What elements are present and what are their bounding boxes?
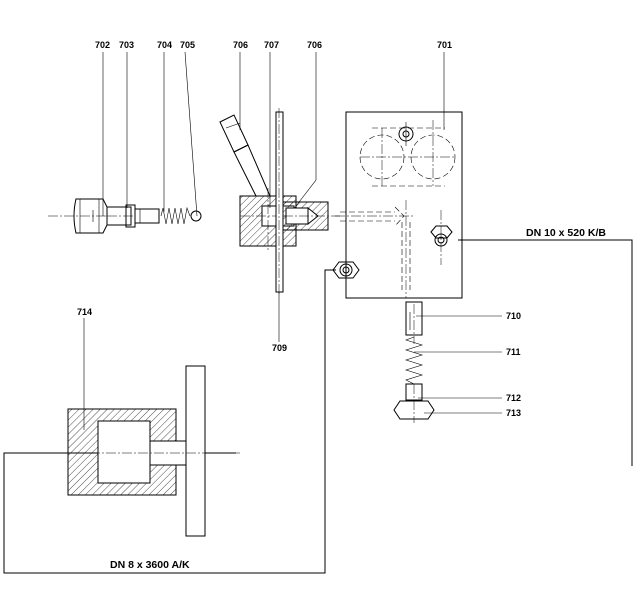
label-705: 705	[180, 40, 195, 50]
plate-709	[275, 108, 284, 296]
hose-label-lower: DN 8 x 3600 A/K	[110, 559, 190, 571]
lever-706	[219, 114, 271, 197]
ring-703	[106, 204, 136, 228]
label-709: 709	[272, 343, 287, 353]
cylinder-714	[67, 365, 240, 537]
label-702: 702	[95, 40, 110, 50]
label-704: 704	[157, 40, 172, 50]
spring-711	[404, 336, 424, 385]
label-706-seat: 706	[307, 40, 322, 50]
hose-line-upper	[458, 239, 633, 466]
spring-705	[160, 206, 202, 225]
screw-712-713	[393, 383, 435, 423]
label-712: 712	[506, 393, 521, 403]
label-713: 713	[506, 408, 521, 418]
leader-lines	[83, 51, 502, 430]
pin-704	[134, 208, 160, 224]
label-707: 707	[264, 40, 279, 50]
label-714: 714	[77, 307, 92, 317]
plug-710	[405, 301, 423, 344]
hose-line-lower	[3, 269, 336, 574]
seat-706b	[282, 201, 340, 231]
label-706-lever: 706	[233, 40, 248, 50]
valve-block-701	[332, 111, 463, 299]
label-701: 701	[437, 40, 452, 50]
hose-label-upper: DN 10 x 520 K/B	[526, 227, 606, 239]
knob-702	[48, 198, 108, 234]
label-711: 711	[506, 347, 521, 357]
label-710: 710	[506, 311, 521, 321]
label-703: 703	[119, 40, 134, 50]
